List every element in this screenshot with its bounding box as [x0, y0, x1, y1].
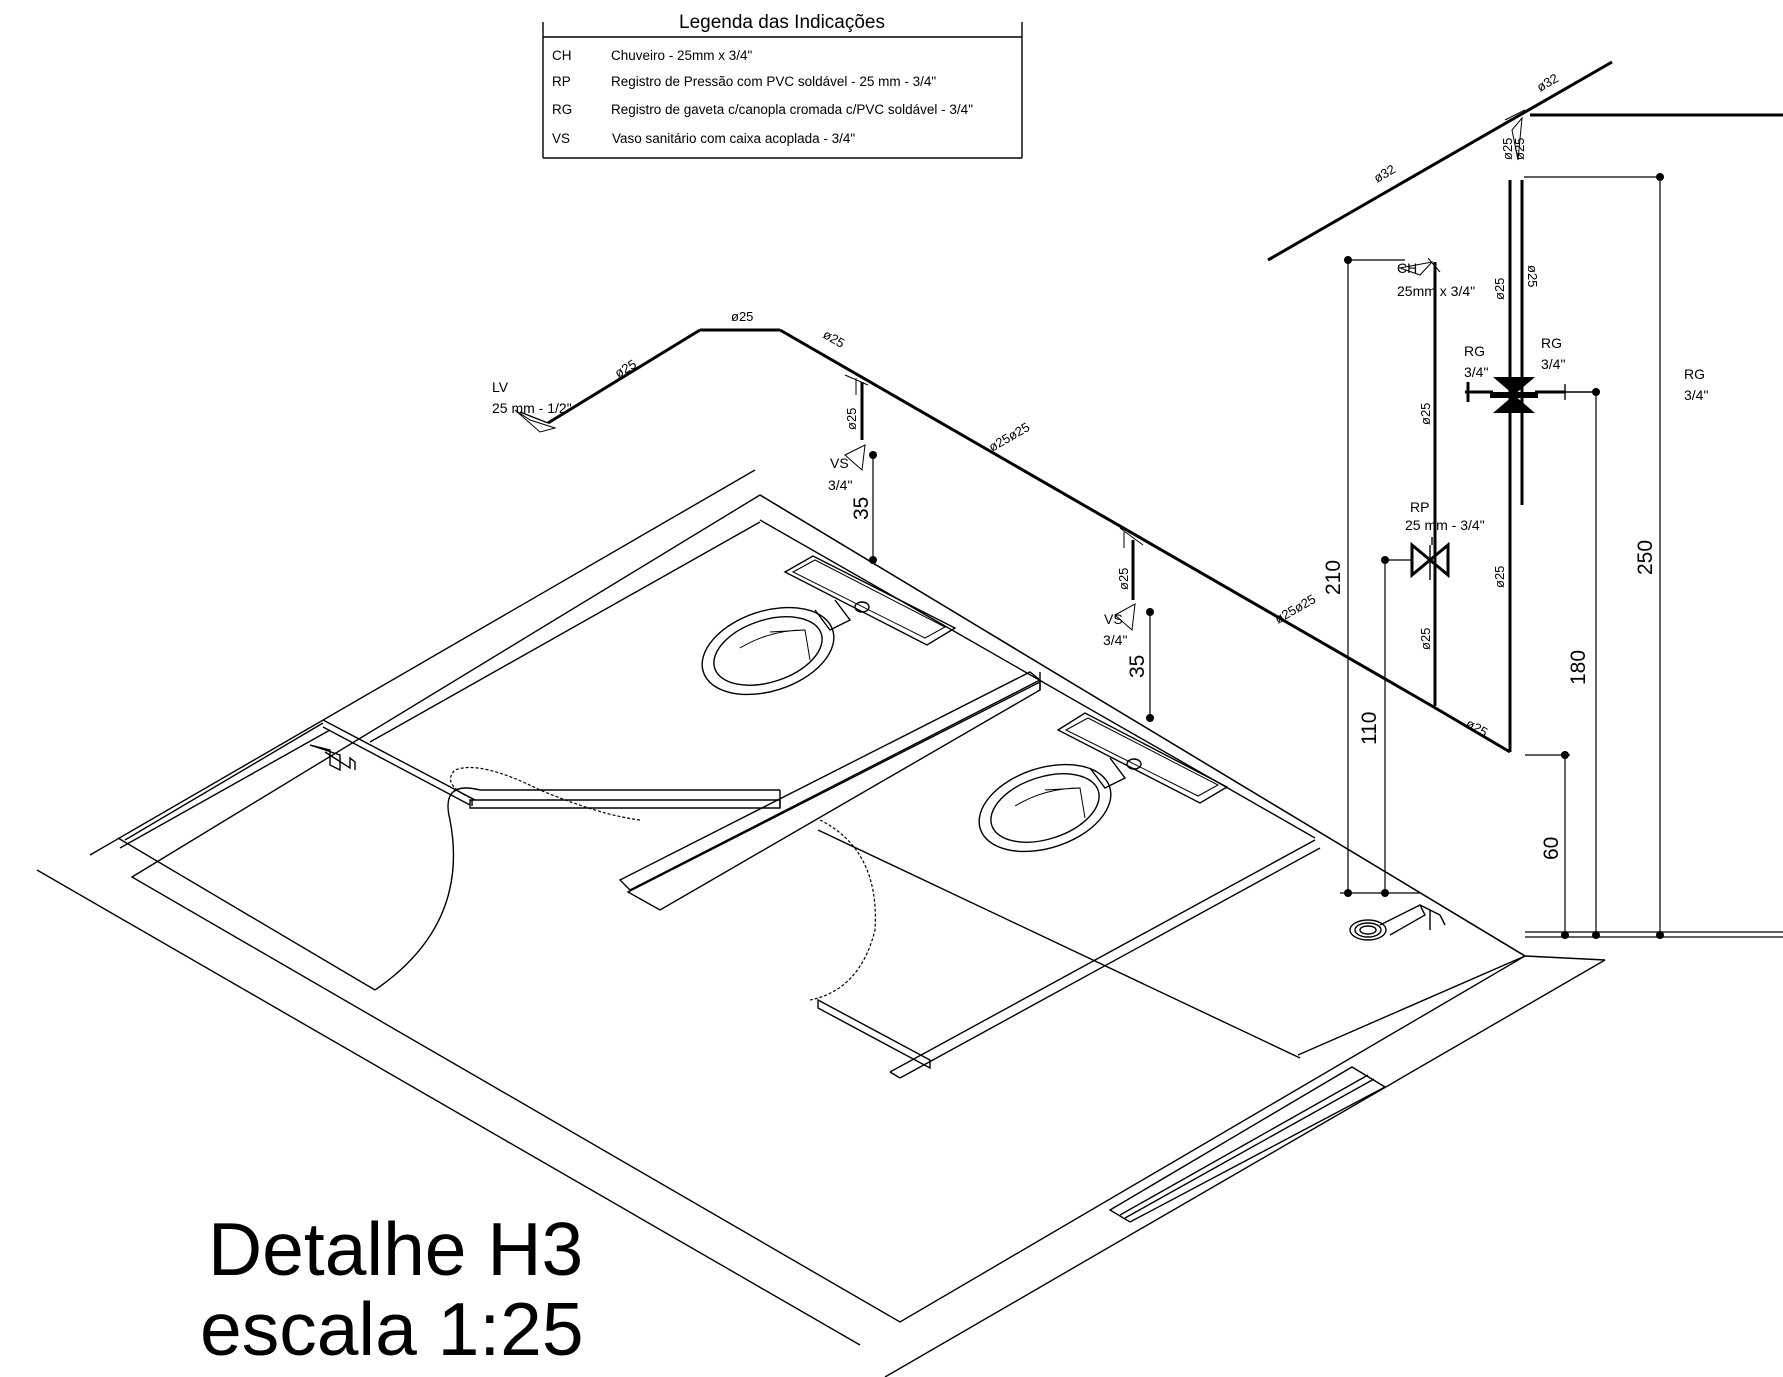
lv-spec: 25 mm - 1/2": [492, 400, 572, 416]
floor-plan: [36, 469, 1606, 1377]
vs2-code: VS: [1104, 611, 1123, 627]
pipe-labels: ø32 ø32 ø25 ø25 ø25 ø25 ø25ø25 ø25 ø25ø2…: [612, 70, 1561, 739]
pipe-main-d32: [1267, 60, 1613, 262]
pipe-label-d25-rg-side: ø25: [1525, 265, 1540, 287]
dim-rg-right: 250: [1634, 540, 1657, 575]
outer-edge-left: [36, 869, 861, 1346]
left-door-swing: [450, 766, 641, 821]
lv-code: LV: [492, 379, 509, 395]
pipe-network: [514, 60, 1783, 754]
rp-spec: 25 mm - 3/4": [1405, 517, 1485, 533]
legend-desc-vs: Vaso sanitário com caixa acoplada - 3/4": [612, 131, 855, 146]
toilet-2: [978, 712, 1229, 853]
drawing-title: Detalhe H3 escala 1:25: [200, 1207, 584, 1371]
back-wall: [759, 494, 1526, 957]
pipe-label-d32-mid: ø32: [1371, 161, 1398, 185]
vs2-spec: 3/4": [1103, 632, 1127, 648]
toilet-1: [701, 555, 957, 696]
valve-rg: [1465, 377, 1596, 413]
legend-code-ch: CH: [552, 48, 572, 63]
right-door-swing: [809, 819, 876, 1001]
pipe-label-d25-ch-lower: ø25: [1418, 628, 1433, 650]
dim-ch: 210: [1322, 560, 1345, 595]
dim-vs1: 35: [850, 497, 873, 520]
rp-code: RP: [1410, 499, 1429, 515]
title-line1: Detalhe H3: [208, 1207, 583, 1291]
room-slab: [130, 494, 1527, 1323]
legend-table: Legenda das Indicações CH Chuveiro - 25m…: [542, 12, 1023, 159]
outer-edge-bottom: [884, 959, 1606, 1377]
vs1-spec: 3/4": [828, 477, 852, 493]
pipe-lv-branch: [547, 328, 701, 425]
legend-desc-rp: Registro de Pressão com PVC soldável - 2…: [611, 74, 936, 89]
pipe-label-d25-corner: ø25: [821, 327, 848, 351]
floor-drain: [1349, 904, 1446, 941]
pipe-label-d25-bottom: ø25: [1464, 716, 1491, 740]
pipe-label-d25-rg-top: ø25: [1500, 138, 1515, 160]
rg2-code: RG: [1541, 335, 1562, 351]
pipe-label-d25-vs2: ø25: [1116, 568, 1131, 590]
dimension-lines: 35 35 210 110 180 250 60: [850, 173, 1783, 939]
rg1-spec: 3/4": [1464, 364, 1488, 380]
ch-spec: 25mm x 3/4": [1397, 283, 1475, 299]
pipe-label-d25-rg-upper: ø25: [1492, 278, 1507, 300]
pipe-label-d25-rg-lower: ø25: [1492, 566, 1507, 588]
pipe-label-d25-lower: ø25ø25: [1272, 591, 1318, 626]
pipe-label-d25-rg-top2: ø25: [1512, 138, 1527, 160]
outer-edge-left-inner: [89, 469, 756, 856]
toilet-1-bowl-inner: [713, 616, 823, 686]
left-door-leaf: [469, 799, 781, 809]
legend-desc-ch: Chuveiro - 25mm x 3/4": [611, 48, 753, 63]
legend-code-rg: RG: [552, 102, 572, 117]
toilet-2-bowl-outer: [978, 763, 1112, 853]
bottom-threshold: [1108, 1066, 1387, 1223]
partition: [618, 671, 1042, 891]
dim-low: 60: [1540, 837, 1563, 860]
rg2-spec: 3/4": [1541, 356, 1565, 372]
rg1-code: RG: [1464, 343, 1485, 359]
pipe-label-d25-main: ø25ø25: [986, 419, 1032, 454]
pipe-main-d25: [779, 328, 1433, 708]
pipe-label-d25-ch-upper: ø25: [1418, 403, 1433, 425]
pipe-label-d25-vs1: ø25: [844, 408, 859, 430]
legend-code-vs: VS: [552, 131, 570, 146]
vs1-code: VS: [830, 455, 849, 471]
rg3-spec: 3/4": [1684, 387, 1708, 403]
toilet-2-tank: [1056, 712, 1229, 804]
pipe-label-d25-lv: ø25: [612, 356, 639, 380]
toilet-1-tank: [783, 555, 957, 646]
ch-code: CH: [1397, 260, 1417, 276]
pipe-label-d25-top: ø25: [731, 309, 753, 324]
dim-rp: 110: [1358, 712, 1381, 745]
dim-vs2: 35: [1126, 655, 1149, 678]
toilet-1-bowl-outer: [701, 606, 835, 696]
dim-rg-left: 180: [1567, 650, 1590, 685]
legend-desc-rg: Registro de gaveta c/canopla cromada c/P…: [611, 102, 973, 117]
title-line2: escala 1:25: [200, 1287, 584, 1371]
rg3-code: RG: [1684, 366, 1705, 382]
toilet-2-bowl-inner: [990, 773, 1100, 843]
legend-title: Legenda das Indicações: [679, 12, 885, 33]
fixture-labels: LV 25 mm - 1/2" VS 3/4" VS 3/4" CH 25mm …: [492, 260, 1708, 648]
pipe-label-d32-top: ø32: [1534, 70, 1561, 94]
valve-rp: [1410, 537, 1450, 580]
legend-code-rp: RP: [552, 74, 571, 89]
